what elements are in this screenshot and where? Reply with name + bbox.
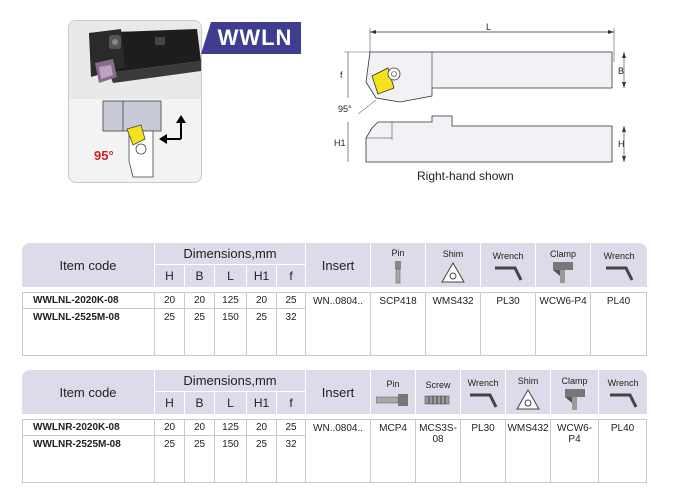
clamp-value: WCW6-P4 [551,419,600,483]
dim-h-value: 20 [155,419,185,436]
dim-l-value: 125 [215,292,247,309]
dim-h-header: H [155,392,185,414]
clamp-icon [553,261,574,283]
item-code: WWLNR-2020K-08 [22,419,155,436]
product-photo-card [68,20,202,183]
f-dim-label: f [340,70,343,80]
dim-l-value: 150 [215,436,247,453]
shim-value: WMS432 [506,419,552,483]
dim-h-value: 25 [155,309,185,326]
wrench-value: PL30 [461,419,507,483]
pin-header: Pin [371,370,417,414]
item-code-header: Item code [22,370,155,414]
shim-icon [516,388,540,409]
dim-l-value: 125 [215,419,247,436]
dim-b-header: B [185,265,215,287]
pin-icon [395,260,402,283]
wrench-header: Wrench [481,243,537,287]
screw-value: MCS3S-08 [416,419,462,483]
wrench-icon [606,266,634,281]
insert-value: WN..0804.. [306,419,372,483]
series-badge: WWLN [201,22,301,54]
shim-header: Shim [426,243,482,287]
insert-header: Insert [306,243,372,287]
table-row-spacer [22,453,647,483]
clamp-value: WCW6-P4 [536,292,592,356]
shim-icon [441,261,465,282]
pin-icon [376,393,409,406]
spec-table-right-hand: Item code Dimensions,mm Insert Pin Screw… [22,370,648,483]
dim-f-value: 25 [277,419,307,436]
wrench-icon [610,393,638,408]
dim-l-value: 150 [215,309,247,326]
dim-h-value: 25 [155,436,185,453]
table-row: WWLNR-2525M-08 25 25 150 25 32 [22,436,647,453]
dim-h1-value: 20 [247,419,277,436]
dim-f-value: 32 [277,309,307,326]
item-code: WWLNR-2525M-08 [22,436,155,453]
shim-header: Shim [506,370,552,414]
drawing-caption: Right-hand shown [417,169,514,183]
dim-h1-value: 20 [247,292,277,309]
dim-f-header: f [277,265,307,287]
length-dim-label: L [486,22,491,32]
dim-f-header: f [277,392,307,414]
item-code: WWLNL-2020K-08 [22,292,155,309]
table-row: WWLNR-2020K-08 20 20 125 20 25 WN..0804.… [22,419,648,483]
spec-table-left-hand: Item code Dimensions,mm Insert Pin Shim … [22,243,648,356]
angle-dim-label: 95° [338,104,352,114]
dim-b-value: 20 [185,292,215,309]
wrench-2-value: PL40 [599,419,648,483]
technical-drawing: L B f 95° H1 H [334,22,626,163]
table-row: WWLNL-2525M-08 25 25 150 25 32 [22,309,647,326]
dimensions-header: Dimensions,mm [155,370,307,392]
toolholder-illustration [69,21,201,178]
dim-h-header: H [155,265,185,287]
clamp-icon [564,388,585,410]
table-row-spacer [22,326,647,356]
dimensions-header: Dimensions,mm [155,243,307,265]
screw-header: Screw [416,370,462,414]
height-dim-label: H [618,139,625,149]
pin-value: MCP4 [371,419,417,483]
wrench-2-value: PL40 [591,292,648,356]
dim-l-header: L [215,392,247,414]
dim-l-header: L [215,265,247,287]
wrench-icon [470,393,498,408]
insert-value: WN..0804.. [306,292,372,356]
dim-h1-value: 25 [247,309,277,326]
clamp-header: Clamp [536,243,592,287]
dim-h1-header: H1 [247,392,277,414]
item-code-header: Item code [22,243,155,287]
wrench-icon [495,266,523,281]
shim-value: WMS432 [426,292,482,356]
dim-h-value: 20 [155,292,185,309]
item-code: WWLNL-2525M-08 [22,309,155,326]
dim-b-value: 25 [185,309,215,326]
dim-h1-value: 25 [247,436,277,453]
pin-value: SCP418 [371,292,427,356]
screw-icon [424,395,450,404]
approach-angle-label: 95° [94,148,114,163]
h1-dim-label: H1 [334,138,346,148]
wrench-2-header: Wrench [591,243,647,287]
dim-f-value: 25 [277,292,307,309]
clamp-header: Clamp [551,370,600,414]
insert-header: Insert [306,370,372,414]
dim-f-value: 32 [277,436,307,453]
pin-header: Pin [371,243,427,287]
dim-h1-header: H1 [247,265,277,287]
width-dim-label: B [618,66,624,76]
table-row: WWLNL-2020K-08 20 20 125 20 25 WN..0804.… [22,292,648,356]
dim-b-value: 20 [185,419,215,436]
dim-b-header: B [185,392,215,414]
wrench-value: PL30 [481,292,537,356]
wrench-header: Wrench [461,370,507,414]
wrench-2-header: Wrench [599,370,647,414]
dim-b-value: 25 [185,436,215,453]
